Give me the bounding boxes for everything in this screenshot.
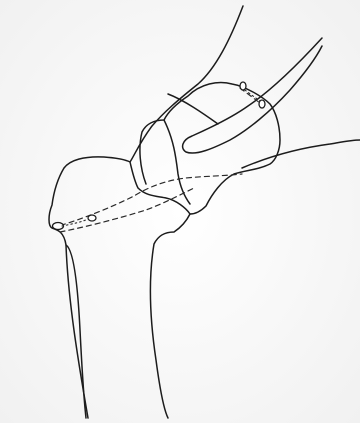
scapular-drill-hole-1 — [240, 82, 246, 90]
humeral-drill-hole-2 — [88, 215, 96, 221]
